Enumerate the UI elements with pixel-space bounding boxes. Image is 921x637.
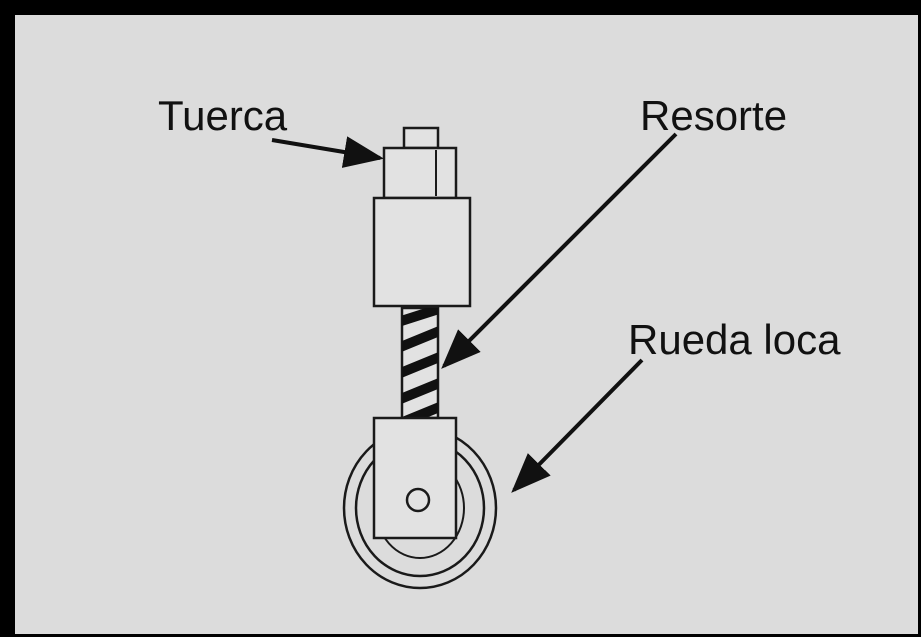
label-spring: Resorte	[640, 92, 787, 139]
spring-arrow	[441, 132, 678, 369]
caster-fork	[372, 416, 458, 540]
label-caster: Rueda loca	[628, 316, 841, 363]
wheel-axle	[405, 487, 431, 513]
nut	[382, 146, 458, 200]
caster-arrow	[511, 358, 644, 493]
nut-arrow	[271, 136, 384, 168]
label-nut: Tuerca	[158, 92, 288, 139]
housing-body	[372, 196, 472, 308]
spring	[400, 306, 440, 420]
nut-cap	[402, 126, 440, 150]
